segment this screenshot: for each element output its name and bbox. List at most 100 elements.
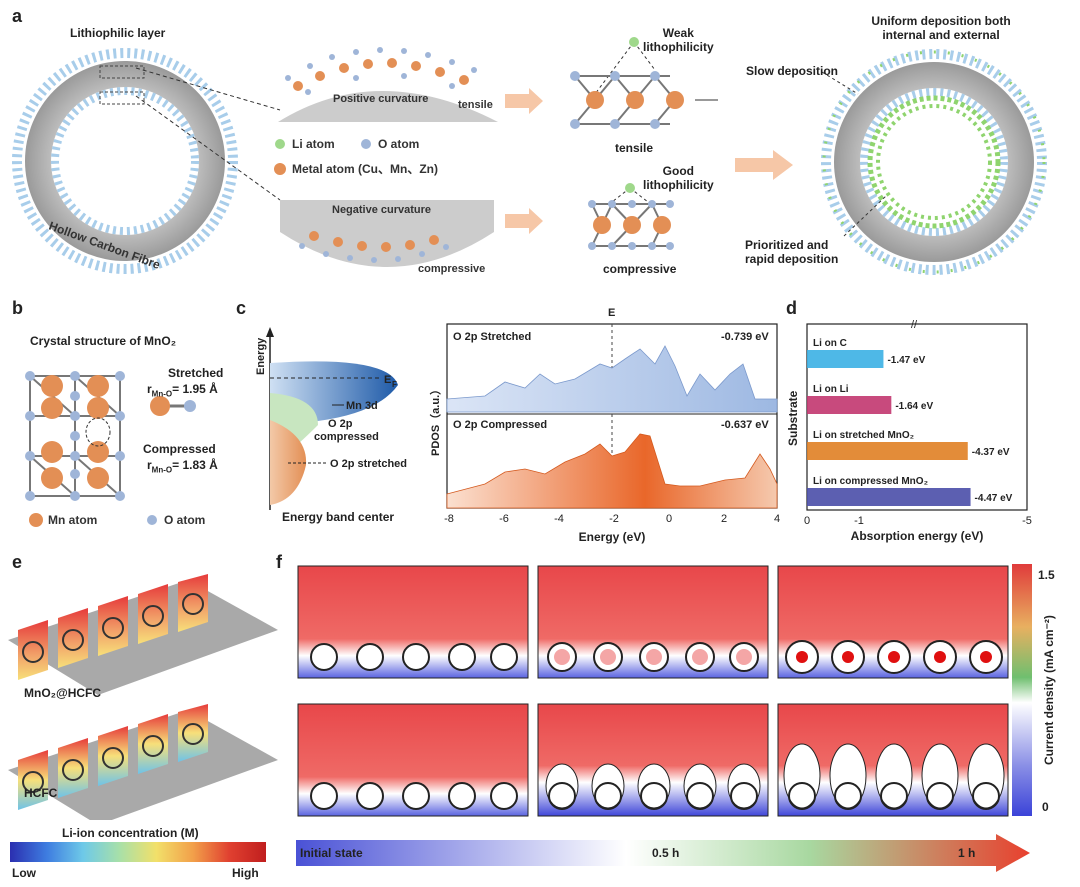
arrow-tensile <box>505 88 543 114</box>
bar-value-label: -1.47 eV <box>887 355 925 366</box>
colorbar-low: Low <box>12 866 36 880</box>
positive-curvature-diagram: Positive curvature tensile <box>278 47 498 122</box>
o-atom-label: O atom <box>164 513 205 527</box>
pdos-ylabel: PDOS（a.u.） <box>429 384 442 456</box>
stretched-value: -0.739 eV <box>721 331 769 343</box>
time-arrow <box>296 834 1030 872</box>
pdos-xlabel: Energy (eV) <box>579 530 646 544</box>
r-stretched-r: r <box>147 382 152 396</box>
ef-sub: F <box>392 380 397 389</box>
atom-legend: Li atom O atom Metal atom (Cu、Mn、Zn) <box>274 137 438 176</box>
pdos-chart: E O 2p Stretched -0.739 eV O 2p Compress… <box>429 307 780 544</box>
stretched-label: Stretched <box>168 366 224 380</box>
bar-value-label: -4.37 eV <box>972 447 1010 458</box>
pdos-xtick: -2 <box>609 513 619 525</box>
li-concentration-title: Li-ion concentration (M) <box>62 826 199 840</box>
compressive-crystal <box>588 183 674 250</box>
weak-lithophilicity: Weak lithophilicity <box>643 26 714 54</box>
chart-xlabel: Absorption energy (eV) <box>851 529 984 543</box>
connector-lines <box>135 67 281 201</box>
r-compressed-r: r <box>147 458 152 472</box>
mn3d-label: Mn 3d <box>346 400 378 412</box>
band-center-label: Energy band center <box>282 510 394 524</box>
panel-label-e: e <box>12 552 23 572</box>
r-stretched: rMn-O= 1.95 Å <box>147 382 218 398</box>
tensile-crystal <box>570 37 718 129</box>
r-compressed-sub: Mn-O <box>151 465 173 475</box>
mno2-crystal <box>25 371 125 501</box>
colorbar-min: 0 <box>1042 800 1049 814</box>
slow-deposition-label: Slow deposition <box>746 64 838 78</box>
good-line2: lithophilicity <box>643 178 714 192</box>
negative-curvature-diagram: Negative curvature compressive <box>280 200 494 275</box>
mn-atom-label: Mn atom <box>48 513 97 527</box>
stretched-series-label: O 2p Stretched <box>453 331 531 343</box>
bar-category-label: Li on Li <box>813 384 849 395</box>
pdos-xtick: -4 <box>554 513 564 525</box>
panel-label-b: b <box>12 298 23 318</box>
prioritized-deposition: Prioritized and rapid deposition <box>745 238 838 266</box>
chart-xtick: -1 <box>854 515 864 527</box>
time-initial: Initial state <box>300 846 363 860</box>
compressive-structure-label: compressive <box>603 262 677 276</box>
hollow-fibre-right <box>821 49 1047 275</box>
absorption-bar-chart: Substrate Absorption energy (eV) 0 -1 -5… <box>786 319 1032 543</box>
compressed-series-label: O 2p Compressed <box>453 419 547 431</box>
r-compressed: rMn-O= 1.83 Å <box>147 458 218 474</box>
r-stretched-val: = 1.95 Å <box>172 382 218 396</box>
panel-label-d: d <box>786 298 797 318</box>
tensile-structure-label: tensile <box>615 141 654 155</box>
mno2-title: Crystal structure of MnO₂ <box>30 334 177 348</box>
hollow-fibre-left: Hollow Carbon Fibre <box>12 48 238 274</box>
compressed-value: -0.637 eV <box>721 419 769 431</box>
pdos-xtick: -8 <box>444 513 454 525</box>
compressed-label: Compressed <box>143 442 216 456</box>
panel-label-a: a <box>12 6 23 26</box>
bar-category-label: Li on C <box>813 338 847 349</box>
bar-value-label: -4.47 eV <box>975 493 1013 504</box>
negative-curvature-label: Negative curvature <box>332 204 431 216</box>
time-mid: 0.5 h <box>652 846 680 860</box>
hcfc-3d-models <box>8 574 278 820</box>
pdos-xtick: 0 <box>666 513 672 525</box>
bar-category-label: Li on stretched MnO₂ <box>813 430 914 441</box>
slow-arrow <box>821 71 859 95</box>
r-compressed-val: = 1.83 Å <box>172 458 218 472</box>
pdos-xtick: 2 <box>721 513 727 525</box>
uniform-line2: internal and external <box>882 28 1000 42</box>
legend-o: O atom <box>378 137 419 151</box>
panel-label-c: c <box>236 298 247 318</box>
chart-ylabel: Substrate <box>786 390 800 446</box>
o2p-compressed-1: O 2p <box>328 418 353 430</box>
weak-line2: lithophilicity <box>643 40 714 54</box>
uniform-line1: Uniform deposition both <box>871 14 1011 28</box>
arrow-to-deposition <box>735 150 793 180</box>
positive-curvature-label: Positive curvature <box>333 93 428 105</box>
prior-line1: Prioritized and <box>745 238 829 252</box>
current-density-maps <box>297 565 1009 817</box>
bar <box>807 442 968 460</box>
current-density-colorbar <box>1012 564 1032 816</box>
good-lithophilicity: Good lithophilicity <box>643 164 714 192</box>
li-concentration-colorbar <box>10 842 266 862</box>
bar <box>807 488 971 506</box>
energy-axis-label: Energy <box>255 337 267 375</box>
tensile-label: tensile <box>458 99 493 111</box>
o2p-stretched-label: O 2p stretched <box>330 458 407 470</box>
hcfc-label: HCFC <box>24 786 58 800</box>
compressive-label: compressive <box>418 263 485 275</box>
time-end: 1 h <box>958 846 976 860</box>
bar <box>807 396 892 414</box>
band-diagram: Energy E F Mn 3d O 2p compressed O 2p st… <box>255 327 407 524</box>
bar <box>807 350 884 368</box>
colorbar-high: High <box>232 866 259 880</box>
mno2-hcfc-label: MnO₂@HCFC <box>24 686 102 700</box>
prior-arrow <box>843 195 887 237</box>
chart-xtick: -5 <box>1022 515 1032 527</box>
uniform-deposition: Uniform deposition both internal and ext… <box>852 14 1030 42</box>
ef-label: E <box>384 374 391 386</box>
r-stretched-sub: Mn-O <box>151 389 173 399</box>
colorbar-label: Current density (mA cm⁻²) <box>1042 615 1056 765</box>
pdos-xtick: 4 <box>774 513 780 525</box>
arrow-compressive <box>505 208 543 234</box>
